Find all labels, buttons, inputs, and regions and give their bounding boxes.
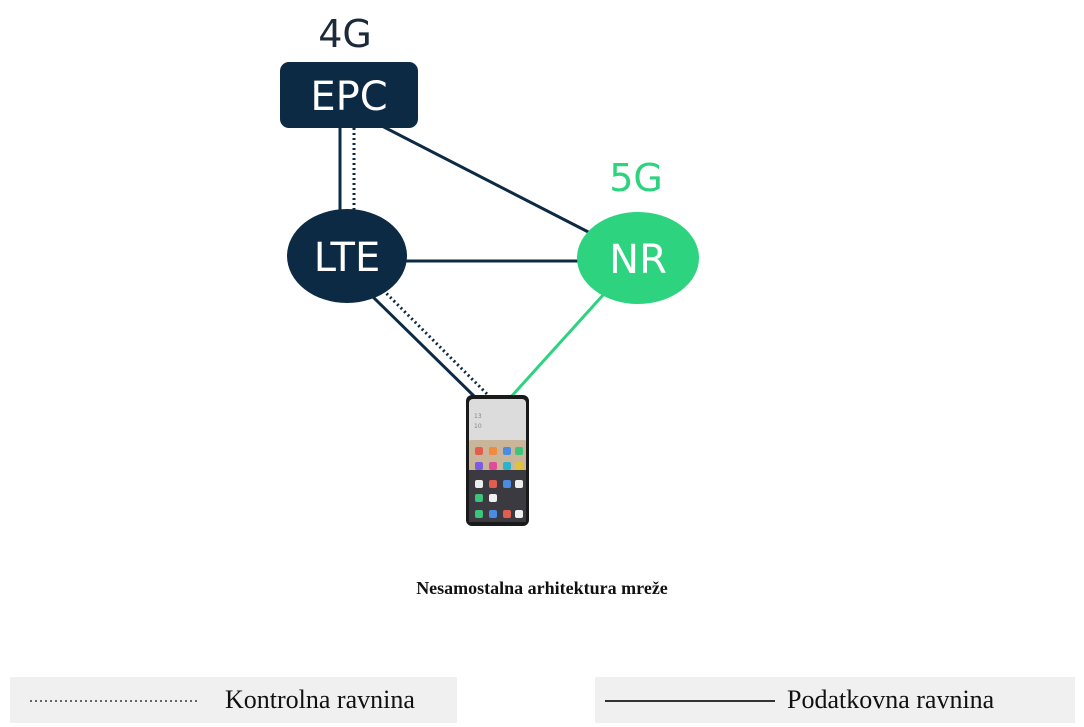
node-lte: LTE	[287, 209, 407, 303]
node-epc: EPC	[280, 62, 418, 128]
node-nr-shape	[577, 212, 699, 304]
smartphone-icon: 13 10	[466, 395, 529, 526]
label-4g: 4G	[318, 12, 372, 56]
node-epc-box	[280, 62, 418, 128]
edge-lte-ue-data	[370, 294, 478, 400]
legend-solid-line	[605, 700, 775, 702]
edge-lte-ue-control	[381, 288, 489, 396]
node-nr-label: NR	[609, 237, 667, 283]
svg-text:10: 10	[474, 423, 482, 430]
svg-text:13: 13	[474, 413, 482, 420]
edge-epc-nr-data	[377, 122, 601, 240]
node-epc-label: EPC	[310, 74, 387, 120]
node-lte-label: LTE	[314, 235, 380, 281]
node-lte-shape	[287, 209, 407, 303]
legend-dotted-line	[30, 700, 200, 702]
edge-nr-ue-data	[508, 292, 606, 400]
legend-control-label: Kontrolna ravnina	[225, 685, 415, 714]
node-nr: NR	[577, 212, 699, 304]
label-5g: 5G	[609, 156, 663, 200]
diagram-caption: Nesamostalna arhitektura mreže	[416, 578, 668, 598]
connections	[338, 122, 606, 400]
legend-control-box	[10, 677, 457, 723]
legend-data-label: Podatkovna ravnina	[787, 685, 995, 714]
